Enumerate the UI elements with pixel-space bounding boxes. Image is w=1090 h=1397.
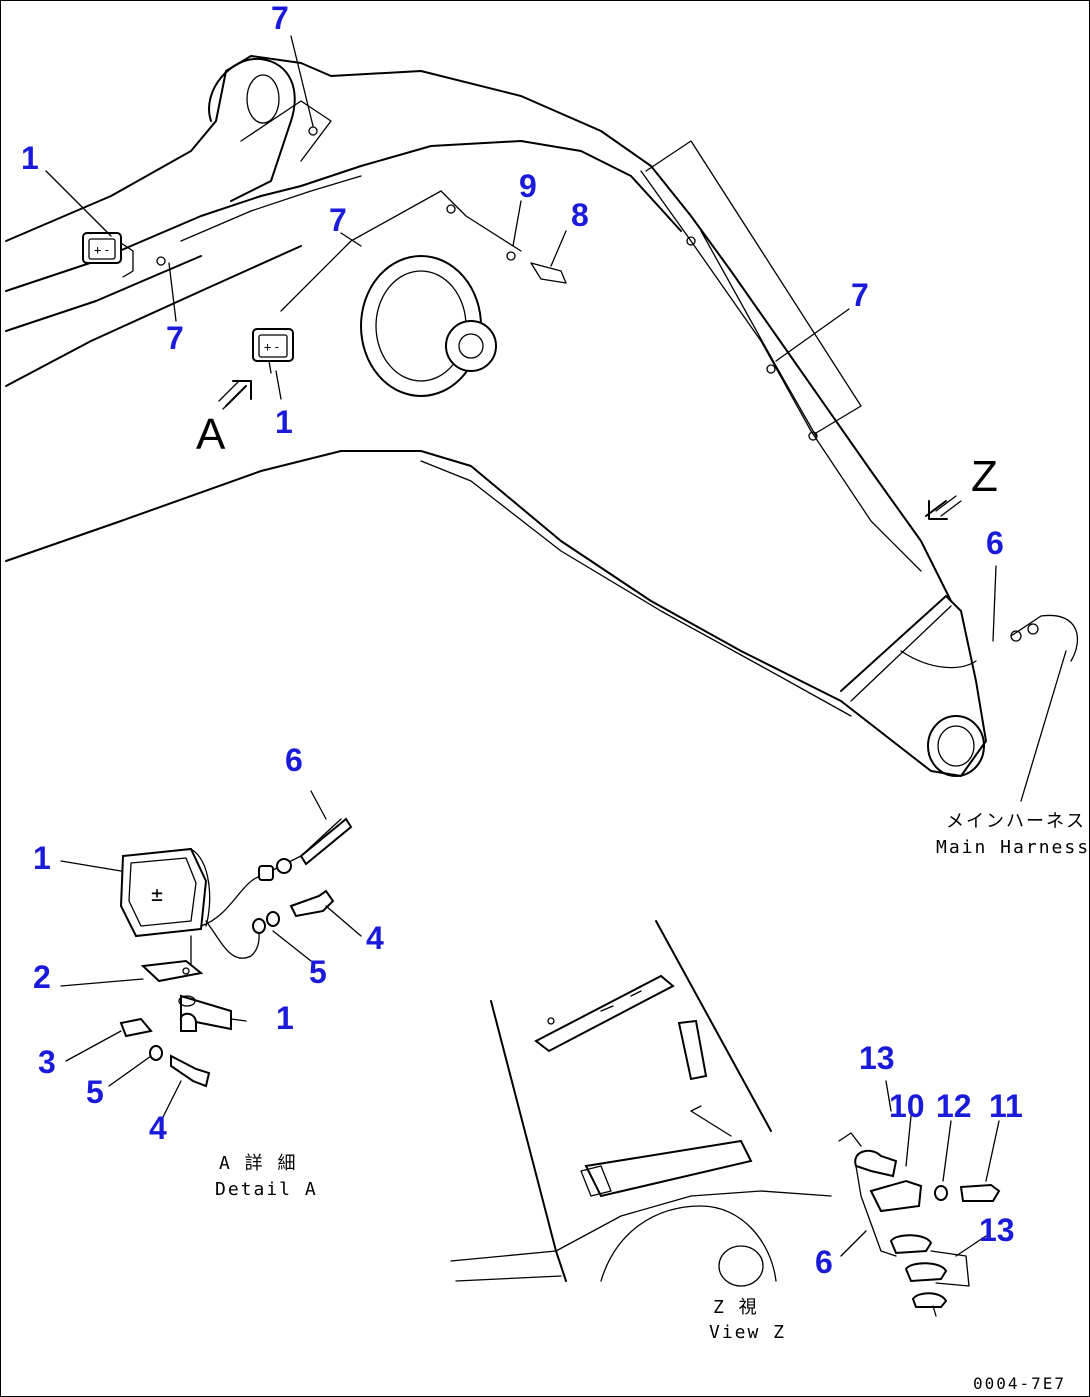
harness-clamps <box>156 126 1079 662</box>
callout-2: 2 <box>33 959 51 995</box>
drawing-code: 0004-7E7 <box>973 1374 1066 1393</box>
callout-13-top: 13 <box>859 1040 895 1076</box>
view-z-label-jp: Z 視 <box>713 1297 759 1318</box>
boom-outline <box>5 55 987 777</box>
callout-10: 10 <box>889 1088 925 1124</box>
upper-leaders <box>45 35 1067 802</box>
callout-1-left: 1 <box>21 140 39 176</box>
view-arrow-a <box>218 380 252 410</box>
callout-5-detail-lower: 5 <box>86 1074 104 1110</box>
callout-7-center: 7 <box>329 202 347 238</box>
callout-4-detail-lower: 4 <box>149 1110 167 1146</box>
callout-12: 12 <box>936 1088 972 1124</box>
view-letter-z: Z <box>971 452 998 501</box>
callout-5-detail-upper: 5 <box>309 954 327 990</box>
lamp-center: +- <box>252 328 294 374</box>
svg-text:±: ± <box>151 882 165 906</box>
callout-1-center: 1 <box>275 404 293 440</box>
view-z-drawing <box>450 920 1001 1317</box>
callout-13-bottom: 13 <box>979 1212 1015 1248</box>
callout-1-detail-lamp: 1 <box>33 840 51 876</box>
harness-label-en: Main Harness <box>936 837 1090 858</box>
callout-6-viewz: 6 <box>815 1244 833 1280</box>
view-arrow-z <box>925 495 962 520</box>
view-letter-a: A <box>196 410 226 459</box>
detail-a-drawing: ± <box>119 817 353 1088</box>
callout-7-top: 7 <box>271 1 289 36</box>
callout-8: 8 <box>571 197 589 233</box>
callout-4-detail-upper: 4 <box>366 920 384 956</box>
svg-text:+-: +- <box>94 243 112 257</box>
detail-a-label-jp: A 詳 細 <box>219 1153 298 1174</box>
view-z-label-en: View Z <box>709 1322 786 1343</box>
harness-label-jp: メインハーネス <box>946 811 1086 832</box>
callout-3: 3 <box>38 1044 56 1080</box>
lamp-left: +- <box>82 232 134 278</box>
callout-6-detail: 6 <box>285 742 303 778</box>
callout-7-right: 7 <box>851 277 869 313</box>
callout-9: 9 <box>519 168 537 204</box>
detail-a-label-en: Detail A <box>215 1179 318 1200</box>
detail-a-leaders <box>60 790 362 1122</box>
view-z-leaders <box>840 1080 1000 1257</box>
callout-7-left: 7 <box>166 320 184 356</box>
callout-1-detail-clamp: 1 <box>276 1000 294 1036</box>
callout-11: 11 <box>989 1088 1023 1124</box>
callout-6-upper: 6 <box>986 525 1004 561</box>
svg-text:+-: +- <box>264 340 282 354</box>
